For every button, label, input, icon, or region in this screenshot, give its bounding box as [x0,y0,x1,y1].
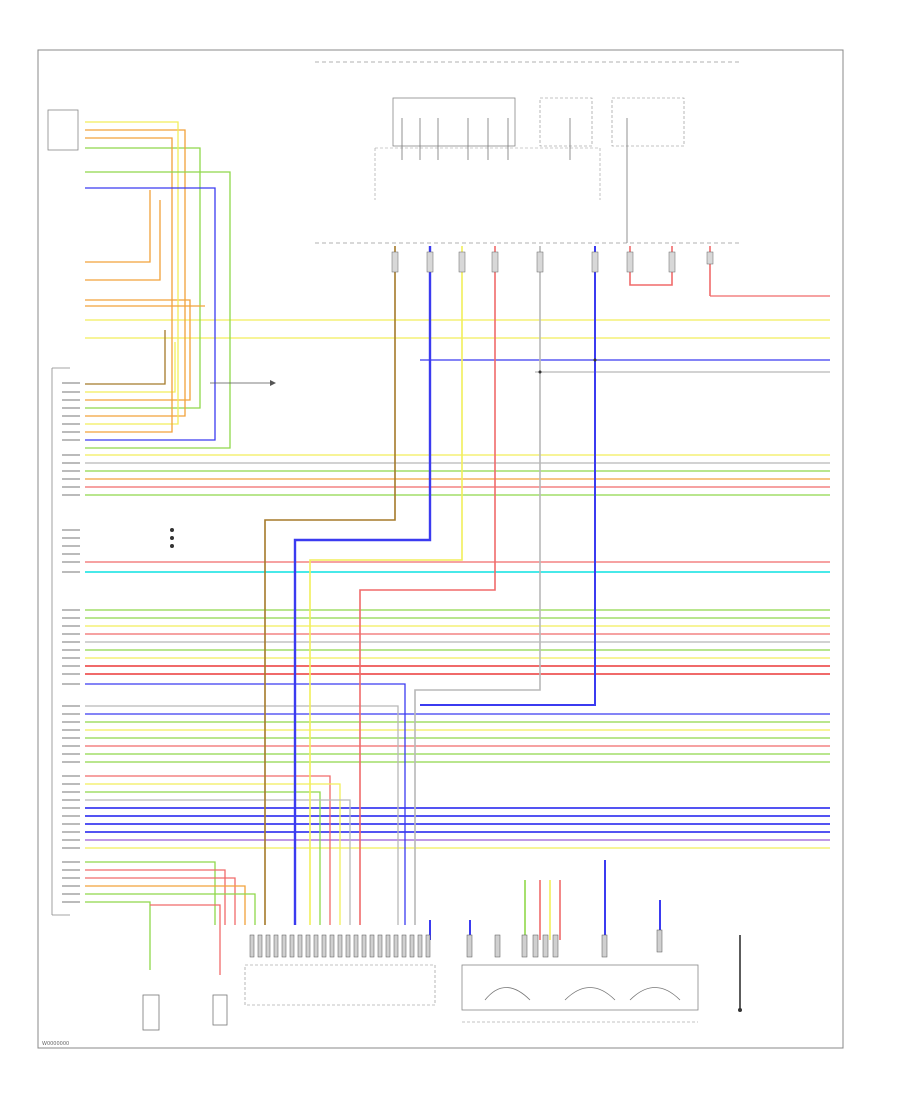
ecm-connector-pins [391,251,714,273]
throttle-body-connector [47,109,79,151]
lower-connector-pins [249,929,663,958]
reference-arrowhead [270,380,276,386]
speed-sensor-left [142,994,160,1031]
lower-routing-wires [85,121,406,975]
transmission-assembly-box [461,964,699,1011]
horizontal-wires [85,295,830,849]
ecm-internal-pins [401,118,628,243]
footer-code: W0000000 [42,1041,69,1047]
transmission-range-box [539,97,593,147]
vertical-wires [264,246,741,1010]
junction-dots [170,358,742,1012]
fuel-control-box [611,97,685,147]
speed-sensor-right [212,994,228,1026]
left-pin-stubs [62,382,80,903]
solenoid-arcs [484,987,681,1001]
pcm-connector-box [244,964,436,1006]
ecm-module-box [392,97,516,147]
diagram-border [37,49,844,1049]
